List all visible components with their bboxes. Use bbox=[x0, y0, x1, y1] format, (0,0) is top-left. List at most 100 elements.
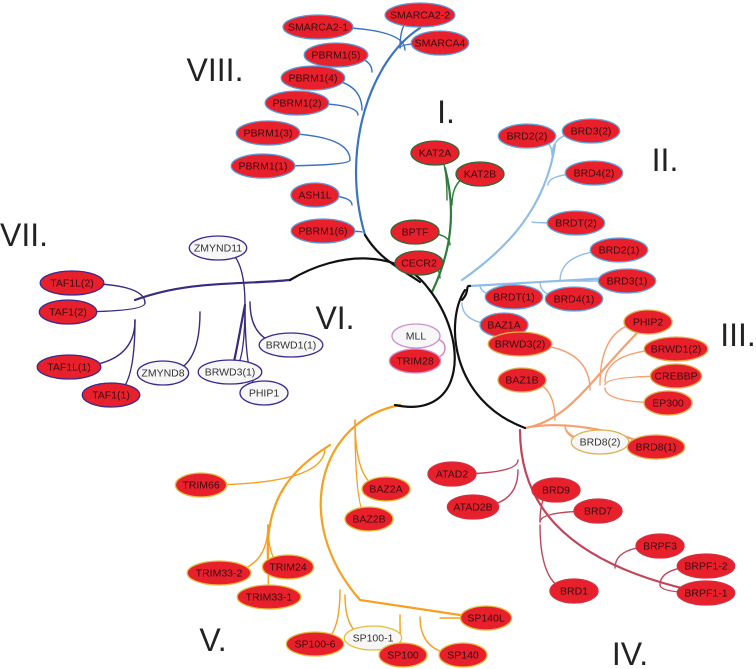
node-brwd3-1[interactable]: BRWD3(1) bbox=[197, 359, 263, 385]
node-pbrm1-2[interactable]: PBRM1(2) bbox=[264, 90, 330, 116]
node-label: BRPF3 bbox=[643, 541, 677, 553]
node-ellipse bbox=[561, 118, 621, 144]
node-sp140l[interactable]: SP140L bbox=[459, 605, 513, 631]
clade-vii-trunk bbox=[133, 278, 292, 302]
node-ash1l[interactable]: ASH1L bbox=[290, 182, 340, 208]
node-trim28[interactable]: TRIM28 bbox=[388, 348, 442, 374]
node-brd4-1[interactable]: BRD4(1) bbox=[544, 286, 604, 312]
node-brd8-1[interactable]: BRD8(1) bbox=[626, 434, 686, 460]
node-taf1l-1[interactable]: TAF1L(1) bbox=[36, 354, 102, 380]
node-baz2b[interactable]: BAZ2B bbox=[344, 506, 394, 532]
node-label: TRIM24 bbox=[269, 562, 307, 574]
node-brwd3-2[interactable]: BRWD3(2) bbox=[487, 331, 553, 357]
node-label: SP140 bbox=[447, 650, 479, 662]
node-crebbp[interactable]: CREBBP bbox=[649, 363, 703, 389]
node-label: BRPF1-1 bbox=[684, 588, 727, 600]
node-label: SMARCA2-1 bbox=[288, 22, 348, 34]
node-ep300[interactable]: EP300 bbox=[643, 390, 693, 416]
node-smarca2-2[interactable]: SMARCA2-2 bbox=[384, 2, 456, 28]
node-trim24[interactable]: TRIM24 bbox=[261, 554, 315, 580]
node-brpf1-1[interactable]: BRPF1-1 bbox=[676, 580, 736, 606]
node-label: BPTF bbox=[402, 227, 429, 239]
node-baz2a[interactable]: BAZ2A bbox=[361, 476, 411, 502]
node-brdt-2[interactable]: BRDT(2) bbox=[546, 210, 606, 236]
branch-trim66 bbox=[200, 447, 326, 486]
node-trim33-1[interactable]: TRIM33-1 bbox=[236, 584, 302, 610]
node-phip2[interactable]: PHIP2 bbox=[623, 309, 673, 335]
node-ellipse bbox=[303, 42, 369, 68]
node-mll[interactable]: MLL bbox=[391, 323, 441, 349]
node-ellipse bbox=[390, 219, 440, 245]
node-ellipse bbox=[643, 336, 709, 362]
node-pbrm1-1[interactable]: PBRM1(1) bbox=[230, 153, 296, 179]
node-brd7[interactable]: BRD7 bbox=[573, 498, 623, 524]
node-sp140[interactable]: SP140 bbox=[438, 642, 488, 668]
node-brdt-1[interactable]: BRDT(1) bbox=[484, 284, 544, 310]
node-label: PHIP2 bbox=[633, 317, 664, 329]
node-brd1[interactable]: BRD1 bbox=[549, 578, 599, 604]
node-ellipse bbox=[290, 182, 340, 208]
node-sp100-6[interactable]: SP100-6 bbox=[285, 631, 345, 657]
node-ellipse bbox=[487, 331, 553, 357]
node-ellipse bbox=[290, 218, 356, 244]
node-smarca2-1[interactable]: SMARCA2-1 bbox=[282, 14, 354, 40]
node-taf1l-2[interactable]: TAF1L(2) bbox=[39, 270, 105, 296]
node-label: CREBBP bbox=[654, 371, 697, 383]
node-ellipse bbox=[497, 123, 557, 149]
node-ellipse bbox=[38, 299, 98, 325]
node-brwd1-2[interactable]: BRWD1(2) bbox=[643, 336, 709, 362]
node-baz1a[interactable]: BAZ1A bbox=[479, 312, 529, 338]
node-sp100[interactable]: SP100 bbox=[378, 642, 428, 668]
node-label: BRD2(2) bbox=[507, 131, 548, 143]
node-ellipse bbox=[391, 323, 441, 349]
node-label: BRD2(1) bbox=[599, 245, 640, 257]
node-brwd1-1[interactable]: BRWD1(1) bbox=[258, 332, 324, 358]
node-sp100-1[interactable]: SP100-1 bbox=[343, 625, 403, 651]
node-pbrm1-3[interactable]: PBRM1(3) bbox=[235, 120, 301, 146]
node-brd8-2[interactable]: BRD8(2) bbox=[570, 429, 630, 455]
node-phip1[interactable]: PHIP1 bbox=[239, 380, 289, 406]
node-taf1-1[interactable]: TAF1(1) bbox=[81, 382, 141, 408]
node-ellipse bbox=[261, 554, 315, 580]
node-label: TAF1L(2) bbox=[50, 278, 94, 290]
node-cecr2[interactable]: CECR2 bbox=[394, 250, 444, 276]
node-ellipse bbox=[186, 560, 252, 586]
node-ellipse bbox=[344, 506, 394, 532]
node-label: BAZ2A bbox=[369, 484, 402, 496]
node-brd4-2[interactable]: BRD4(2) bbox=[564, 160, 624, 186]
node-ellipse bbox=[546, 210, 606, 236]
node-label: BRD4(1) bbox=[554, 294, 595, 306]
node-ellipse bbox=[597, 268, 657, 294]
node-brd2-2[interactable]: BRD2(2) bbox=[497, 123, 557, 149]
node-ellipse bbox=[427, 461, 477, 487]
node-brpf3[interactable]: BRPF3 bbox=[635, 533, 685, 559]
node-brd2-1[interactable]: BRD2(1) bbox=[589, 237, 649, 263]
clade-v-trunk bbox=[319, 403, 482, 620]
node-ellipse bbox=[188, 235, 248, 261]
node-brpf1-2[interactable]: BRPF1-2 bbox=[676, 553, 736, 579]
node-kat2a[interactable]: KAT2A bbox=[410, 140, 460, 166]
node-zmynd8[interactable]: ZMYND8 bbox=[136, 360, 190, 386]
node-bptf[interactable]: BPTF bbox=[390, 219, 440, 245]
node-zmynd11[interactable]: ZMYND11 bbox=[188, 235, 248, 261]
node-baz1b[interactable]: BAZ1B bbox=[497, 367, 547, 393]
node-trim33-2[interactable]: TRIM33-2 bbox=[186, 560, 252, 586]
node-label: PBRM1(5) bbox=[311, 50, 360, 62]
node-atad2b[interactable]: ATAD2B bbox=[446, 494, 500, 520]
node-atad2[interactable]: ATAD2 bbox=[427, 461, 477, 487]
node-ellipse bbox=[649, 363, 703, 389]
node-kat2b[interactable]: KAT2B bbox=[455, 161, 505, 187]
node-ellipse bbox=[573, 498, 623, 524]
node-pbrm1-5[interactable]: PBRM1(5) bbox=[303, 42, 369, 68]
node-trim66[interactable]: TRIM66 bbox=[174, 472, 228, 498]
backbone-branch bbox=[453, 288, 527, 430]
node-pbrm1-6[interactable]: PBRM1(6) bbox=[290, 218, 356, 244]
node-taf1-2[interactable]: TAF1(2) bbox=[38, 299, 98, 325]
node-smarca4[interactable]: SMARCA4 bbox=[410, 30, 470, 56]
node-brd9[interactable]: BRD9 bbox=[531, 477, 581, 503]
node-brd3-1[interactable]: BRD3(1) bbox=[597, 268, 657, 294]
node-pbrm1-4[interactable]: PBRM1(4) bbox=[280, 65, 346, 91]
node-brd3-2[interactable]: BRD3(2) bbox=[561, 118, 621, 144]
node-ellipse bbox=[544, 286, 604, 312]
